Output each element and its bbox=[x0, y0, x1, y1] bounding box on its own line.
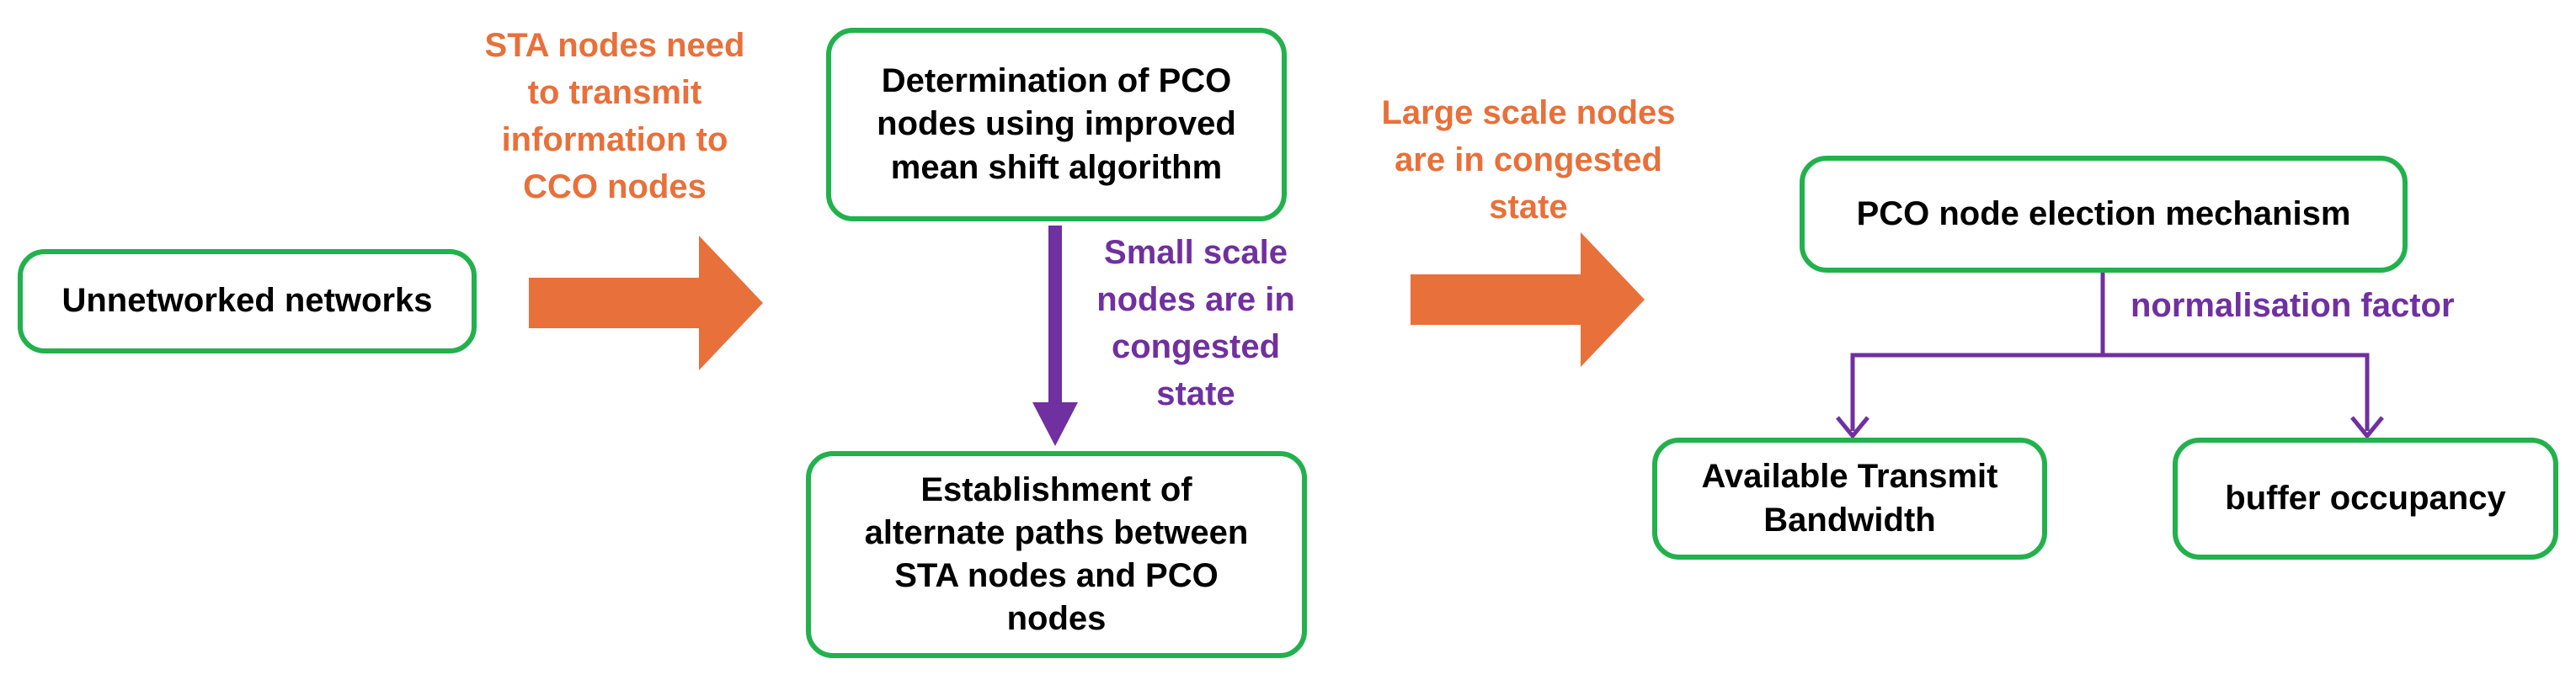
box-pco-election: PCO node election mechanism bbox=[1800, 156, 2408, 273]
branch-connector bbox=[1850, 273, 2105, 431]
big-arrow-right-1 bbox=[529, 236, 763, 370]
box-available-bandwidth: Available Transmit Bandwidth bbox=[1652, 438, 2047, 560]
box-pco-election-text: PCO node election mechanism bbox=[1856, 194, 2351, 232]
branch-arrowhead-left bbox=[1836, 416, 1869, 439]
purple-down-arrow-head bbox=[1032, 402, 1078, 446]
box-unnetworked-networks-text: Unnetworked networks bbox=[61, 282, 433, 320]
label-large-scale-congested: Large scale nodes are in congested state bbox=[1381, 94, 1676, 226]
branch-connector-right bbox=[2103, 353, 2370, 431]
box-establishment-paths: Establishment of alternate paths between… bbox=[806, 451, 1307, 658]
box-available-bandwidth-text: Available Transmit Bandwidth bbox=[1701, 458, 1998, 539]
label-small-scale-congested: Small scale nodes are in congested state bbox=[1096, 234, 1295, 412]
big-arrow-right-2 bbox=[1411, 232, 1645, 367]
box-buffer-occupancy-text: buffer occupancy bbox=[2225, 479, 2506, 517]
box-determination-pco-text: Determination of PCO nodes using improve… bbox=[877, 62, 1236, 186]
box-establishment-paths-text: Establishment of alternate paths between… bbox=[864, 470, 1249, 638]
box-unnetworked-networks: Unnetworked networks bbox=[18, 249, 477, 353]
branch-arrowhead-right bbox=[2350, 416, 2384, 439]
label-sta-need-transmit: STA nodes need to transmit information t… bbox=[484, 27, 745, 205]
box-buffer-occupancy: buffer occupancy bbox=[2173, 438, 2558, 560]
label-normalisation-factor: normalisation factor bbox=[2131, 287, 2455, 324]
box-determination-pco: Determination of PCO nodes using improve… bbox=[826, 28, 1287, 221]
